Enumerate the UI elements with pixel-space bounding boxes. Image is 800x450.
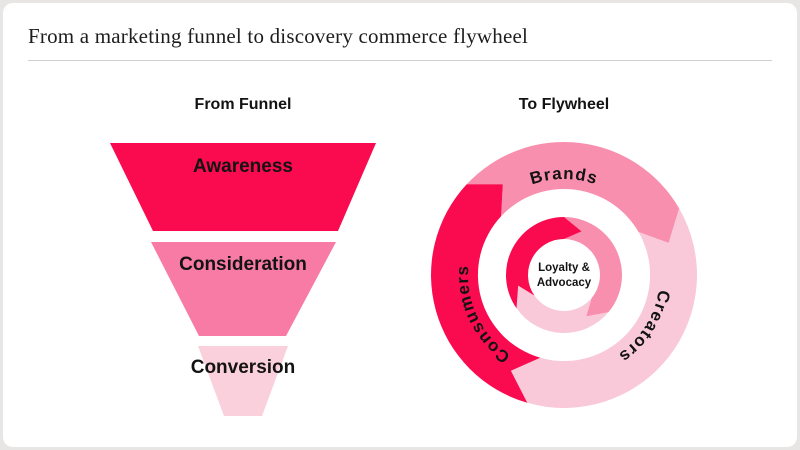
flywheel-segment-brands <box>466 141 680 243</box>
funnel-stage-consideration <box>151 242 336 336</box>
slide-card: From a marketing funnel to discovery com… <box>3 3 797 447</box>
flywheel-inner-arrow-creators <box>516 285 609 333</box>
flywheel-center-line2: Advocacy <box>537 277 592 289</box>
flywheel-inner-arrow-consumers <box>505 217 582 309</box>
slide-title: From a marketing funnel to discovery com… <box>28 24 529 48</box>
funnel-diagram: Awareness Consideration Conversion <box>110 143 376 416</box>
flywheel-segment-creators <box>510 208 697 408</box>
flywheel-diagram: Brands Creators Consumers Loyalty & Advo… <box>431 141 697 408</box>
title-divider <box>28 60 772 61</box>
funnel-label-awareness: Awareness <box>193 156 293 177</box>
flywheel-center-line1: Loyalty & <box>538 262 590 274</box>
funnel-stage-awareness <box>110 143 376 231</box>
flywheel-segment-consumers <box>431 184 541 403</box>
funnel-stage-conversion <box>198 346 288 416</box>
flywheel-heading: To Flywheel <box>518 96 610 113</box>
funnel-label-consideration: Consideration <box>179 254 307 275</box>
flywheel-inner-arrow-brands <box>564 217 622 317</box>
funnel-label-conversion: Conversion <box>191 357 296 378</box>
diagrams-canvas: Awareness Consideration Conversion Brand… <box>110 141 697 416</box>
funnel-heading: From Funnel <box>194 96 292 113</box>
